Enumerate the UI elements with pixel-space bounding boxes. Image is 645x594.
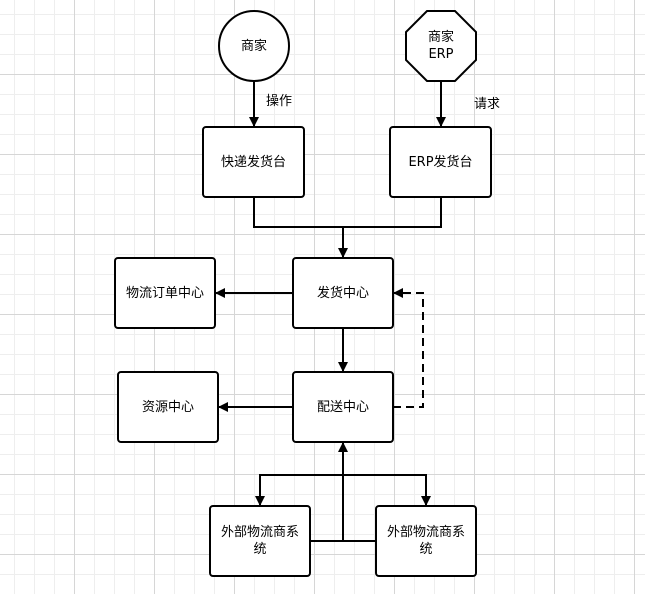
edge-delivery-feedback-dashed xyxy=(393,288,424,408)
request-edge-label: 请求 xyxy=(474,97,501,112)
edge-delivery-to-external-left xyxy=(255,474,343,506)
express-console-label: 快递发货台 xyxy=(220,154,286,170)
operate-edge-label: 操作 xyxy=(266,94,293,109)
logistics-order-center-label: 物流订单中心 xyxy=(125,285,204,301)
merchant-label: 商家 xyxy=(240,38,267,54)
merchant-erp-node-shape[interactable] xyxy=(405,10,477,82)
edge-delivery-to-external-right xyxy=(343,474,431,506)
external-logistics-right-label: 外部物流商系统 xyxy=(386,525,465,557)
shipping-center-label: 发货中心 xyxy=(316,285,369,301)
external-logistics-left-label: 外部物流商系统 xyxy=(220,525,299,557)
erp-console-label: ERP发货台 xyxy=(408,154,473,170)
merchant-erp-label: 商家 ERP xyxy=(427,30,454,62)
resource-center-label: 资源中心 xyxy=(141,399,194,415)
delivery-center-label: 配送中心 xyxy=(316,399,369,415)
edge-consoles-merge-to-shipping-center xyxy=(253,197,442,228)
